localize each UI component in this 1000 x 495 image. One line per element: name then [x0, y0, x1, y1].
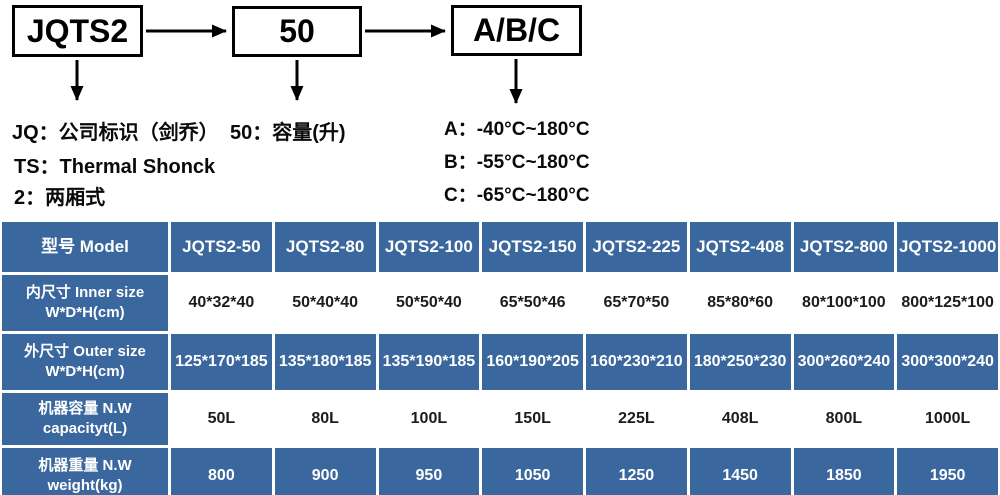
table-cell: 65*70*50	[586, 275, 687, 331]
table-cell: 160*230*210	[586, 334, 687, 390]
table-cell: 50*40*40	[274, 275, 376, 331]
table-cell: 800	[171, 448, 272, 495]
model-code-box-jqts2: JQTS2	[12, 5, 143, 57]
note-ts-meaning: TS：Thermal Shonck	[14, 156, 216, 178]
row-label-inner-size: 内尺寸 Inner size W*D*H(cm)	[2, 275, 168, 331]
table-cell: 1450	[689, 448, 791, 495]
note-temp-c: C：-65°C~180°C	[444, 185, 590, 206]
table-header-cell: JQTS2-150	[482, 222, 583, 272]
table-cell: 800L	[793, 393, 895, 445]
table-cell: 135*180*185	[274, 334, 376, 390]
table-header-cell: JQTS2-225	[586, 222, 687, 272]
table-header-cell: JQTS2-100	[378, 222, 480, 272]
table-header-cell: JQTS2-1000	[897, 222, 998, 272]
table-cell: 160*190*205	[482, 334, 583, 390]
model-code-box-capacity: 50	[232, 6, 362, 57]
table-cell: 150L	[482, 393, 583, 445]
table-cell: 1850	[793, 448, 895, 495]
table-header-cell: JQTS2-80	[274, 222, 376, 272]
table-cell: 300*300*240	[897, 334, 998, 390]
note-jq-meaning: JQ：公司标识（剑乔）	[12, 122, 219, 144]
table-cell: 135*190*185	[378, 334, 480, 390]
table-cell: 125*170*185	[171, 334, 272, 390]
row-label-line2: capacityt(L)	[42, 420, 128, 437]
row-label-line1: 机器重量 N.W	[38, 456, 132, 474]
table-cell: 65*50*46	[482, 275, 583, 331]
row-label-line2: weight(kg)	[47, 477, 123, 494]
row-label-line1: 机器容量 N.W	[38, 399, 132, 417]
row-label-line1: 内尺寸 Inner size	[25, 283, 145, 301]
note-temp-a: A：-40°C~180°C	[444, 119, 590, 140]
row-label-weight: 机器重量 N.W weight(kg)	[2, 448, 168, 495]
table-cell: 1950	[897, 448, 998, 495]
table-cell: 225L	[586, 393, 687, 445]
table-cell: 300*260*240	[793, 334, 895, 390]
table-cell: 800*125*100	[897, 275, 998, 331]
table-cell: 80*100*100	[793, 275, 895, 331]
table-cell: 408L	[689, 393, 791, 445]
row-label-outer-size: 外尺寸 Outer size W*D*H(cm)	[2, 334, 168, 390]
table-header-cell: JQTS2-800	[793, 222, 895, 272]
table-cell: 900	[274, 448, 376, 495]
note-temp-b: B：-55°C~180°C	[444, 152, 590, 173]
flow-arrows	[70, 24, 523, 104]
model-code-box-capacity-label: 50	[279, 13, 315, 49]
note-2-meaning: 2：两厢式	[14, 187, 106, 209]
model-code-box-temp-class-label: A/B/C	[472, 12, 561, 48]
row-label-line1: 外尺寸 Outer size	[24, 342, 146, 360]
table-cell: 1050	[482, 448, 583, 495]
model-code-box-jqts2-label: JQTS2	[26, 12, 129, 49]
table-header-cell: JQTS2-408	[689, 222, 791, 272]
table-cell: 40*32*40	[171, 275, 272, 331]
table-cell: 50L	[171, 393, 272, 445]
row-label-line2: W*D*H(cm)	[45, 304, 125, 321]
table-cell: 85*80*60	[689, 275, 791, 331]
table-cell: 950	[378, 448, 480, 495]
table-cell: 50*50*40	[378, 275, 480, 331]
table-cell: 100L	[378, 393, 480, 445]
model-code-box-temp-class: A/B/C	[451, 5, 582, 56]
row-label-line2: W*D*H(cm)	[45, 363, 125, 380]
table-cell: 80L	[274, 393, 376, 445]
note-50-meaning: 50：容量(升)	[230, 122, 346, 144]
model-code-diagram: JQTS2 50 A/B/C JQ：公司标识（剑乔） TS：Thermal Sh…	[0, 0, 1000, 222]
table-cell: 180*250*230	[689, 334, 791, 390]
table-cell: 1000L	[897, 393, 998, 445]
table-cell: 1250	[586, 448, 687, 495]
table-header-model: 型号 Model	[2, 222, 168, 272]
row-label-capacity: 机器容量 N.W capacityt(L)	[2, 393, 168, 445]
table-header-cell: JQTS2-50	[171, 222, 272, 272]
spec-table: 型号 Model JQTS2-50 JQTS2-80 JQTS2-100 JQT…	[0, 222, 1000, 495]
